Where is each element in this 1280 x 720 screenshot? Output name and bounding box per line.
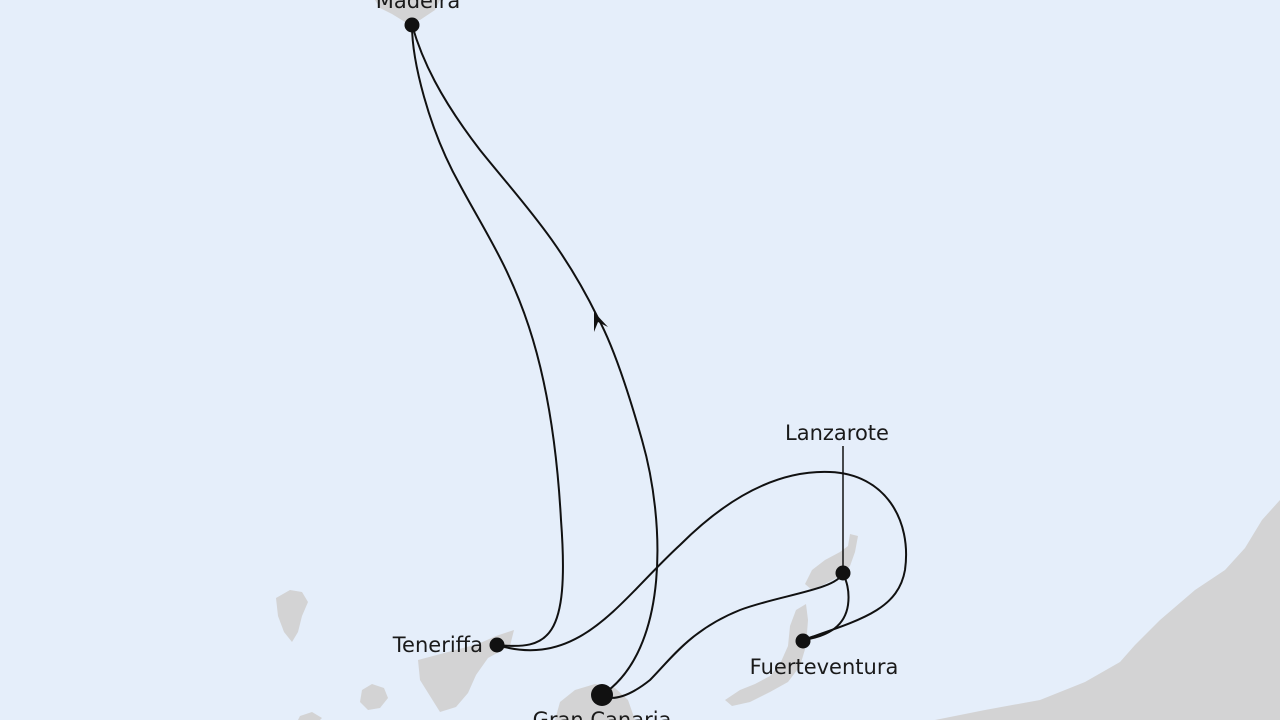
la-palma-island [276,590,308,642]
madeira-island [375,0,440,22]
fuerteventura-marker[interactable] [795,633,811,649]
lanzarote-label: Lanzarote [785,421,889,445]
gran-canaria-marker[interactable] [591,684,613,706]
teneriffa-label: Teneriffa [392,633,483,657]
route-teneriffa-fuerteventura [496,470,908,652]
route-teneriffa-madeira [411,24,564,647]
el-hierro-island [298,712,322,720]
route-arrowhead [594,312,608,332]
fuerteventura-label: Fuerteventura [750,655,899,679]
gran-canaria-label: Gran Canaria [533,708,672,720]
tenerife-island [418,630,514,712]
lanzarote-island [805,534,858,590]
african-coast [935,500,1280,720]
route-lanzarote-gran-canaria [601,572,844,699]
la-gomera-island [360,684,388,710]
teneriffa-marker[interactable] [489,637,505,653]
madeira-label: Madeira [376,0,461,13]
fuerteventura-island [725,604,808,706]
madeira-marker[interactable] [404,17,420,33]
lanzarote-marker[interactable] [835,565,851,581]
route-fuerteventura-lanzarote [802,572,850,641]
